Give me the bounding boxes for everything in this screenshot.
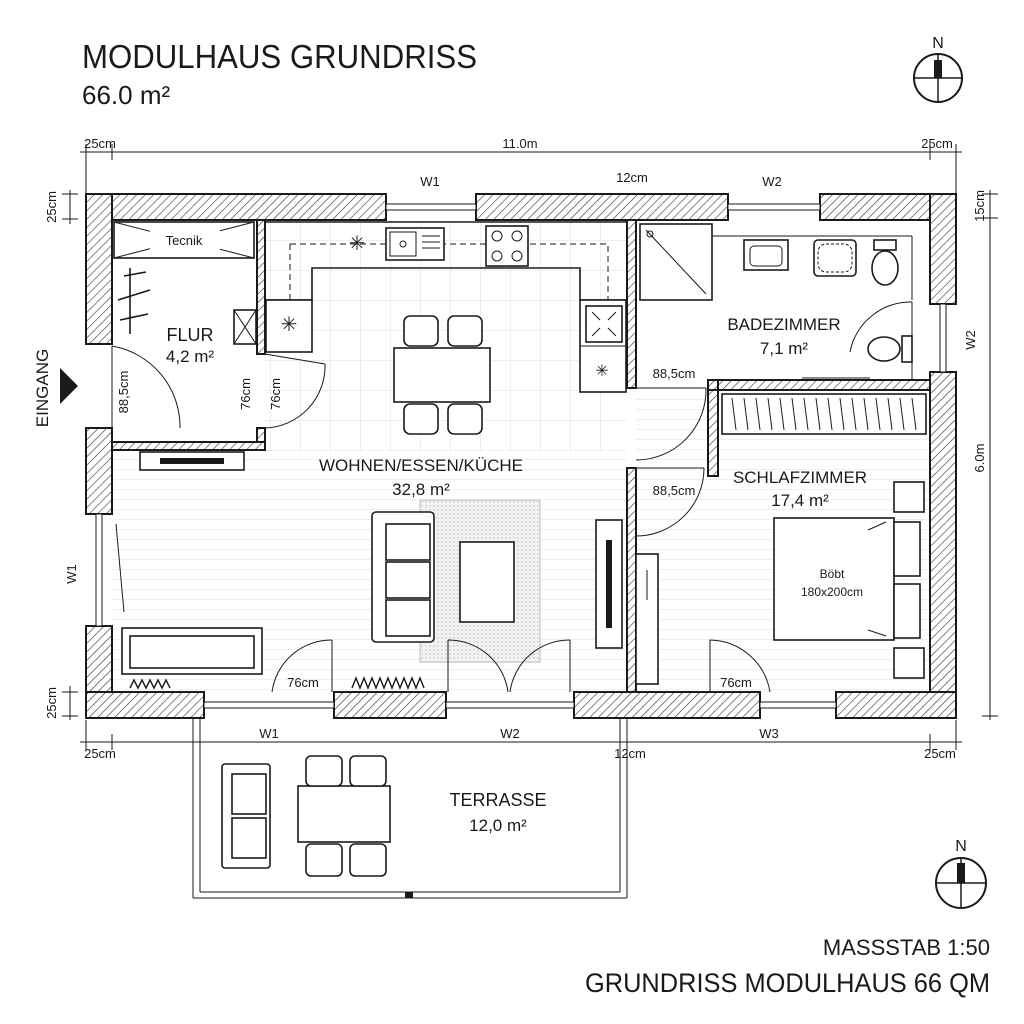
north-label: N xyxy=(932,35,944,52)
dim-left-bottom: 25cm xyxy=(44,687,59,719)
window-bottom-w3: W3 xyxy=(759,726,779,741)
coffee-table xyxy=(459,541,515,623)
shower-tray xyxy=(639,223,713,301)
washbasin-icon xyxy=(743,239,789,271)
room-schlaf-area: 17,4 m² xyxy=(771,491,829,510)
dim-bottom-mid: 12cm xyxy=(614,746,646,761)
dim-right-top: 15cm xyxy=(972,190,987,222)
plan-title: MODULHAUS GRUNDRISS xyxy=(82,38,477,75)
sink-icon xyxy=(385,227,445,261)
stove-icon xyxy=(485,225,529,267)
dim-top-mid: 12cm xyxy=(616,170,648,185)
double-bed xyxy=(773,481,925,679)
room-terrasse-name: TERRASSE xyxy=(449,790,546,810)
room-bad-name: BADEZIMMER xyxy=(727,315,840,334)
dim-door-schlaf-bottom: 76cm xyxy=(720,675,752,690)
room-technik-label: Tecnik xyxy=(166,233,203,248)
dim-door-bad: 88,5cm xyxy=(653,366,696,381)
bathroom-wall-line xyxy=(712,235,913,300)
dim-bottom-left: 25cm xyxy=(84,746,116,761)
radiator-icon xyxy=(129,676,425,690)
bedroom-door-cabinet xyxy=(635,553,659,685)
window-bottom-w1: W1 xyxy=(259,726,279,741)
wardrobe xyxy=(721,393,927,435)
plan-subtitle: GRUNDRISS MODULHAUS 66 QM xyxy=(585,968,990,998)
room-schlaf-name: SCHLAFZIMMER xyxy=(733,468,867,487)
room-bad-area: 7,1 m² xyxy=(760,339,809,358)
dim-door-flur-inner-1: 76cm xyxy=(238,378,253,410)
windows xyxy=(95,203,947,709)
north-label: N xyxy=(955,838,967,855)
svg-text:✳: ✳ xyxy=(281,314,298,336)
toilet-icon xyxy=(871,239,899,286)
entrance-label: EINGANG xyxy=(33,349,52,427)
dim-door-flur: 88,5cm xyxy=(116,371,131,414)
dim-top-right: 25cm xyxy=(921,136,953,151)
terrace xyxy=(192,718,628,899)
dim-bottom-right: 25cm xyxy=(924,746,956,761)
bed-name: Böbt xyxy=(820,567,845,581)
daybed xyxy=(121,627,263,675)
toilet-icon xyxy=(867,335,913,363)
window-top-w2: W2 xyxy=(762,174,782,189)
plan-total-area: 66.0 m² xyxy=(82,80,170,110)
dim-left-top: 25cm xyxy=(44,191,59,223)
svg-text:✳: ✳ xyxy=(595,363,608,380)
terrace-dining-table xyxy=(297,755,391,877)
technik-cabinet xyxy=(113,221,255,259)
sofa xyxy=(371,511,435,643)
interior-walls xyxy=(111,219,931,693)
room-wohnen-area: 32,8 m² xyxy=(392,480,450,499)
window-right-w2: W2 xyxy=(963,330,978,350)
dim-top-left: 25cm xyxy=(84,136,116,151)
dimension-lines xyxy=(62,144,998,750)
scale-label: MASSSTAB 1:50 xyxy=(823,935,990,960)
room-terrasse-area: 12,0 m² xyxy=(469,816,527,835)
svg-text:✳: ✳ xyxy=(349,233,366,255)
room-flur-area: 4,2 m² xyxy=(166,347,215,366)
bathtub-icon xyxy=(813,239,857,277)
north-arrow-icon: N xyxy=(935,838,987,909)
coat-rack-icon xyxy=(117,268,151,334)
room-wohnen-name: WOHNEN/ESSEN/KÜCHE xyxy=(319,456,523,475)
dining-table xyxy=(393,315,491,435)
dim-door-schlaf: 88,5cm xyxy=(653,483,696,498)
dim-right-height: 6.0m xyxy=(972,444,987,473)
fridge-icon xyxy=(585,305,623,343)
sideboard xyxy=(595,519,623,649)
dim-door-flur-inner-2: 76cm xyxy=(268,378,283,410)
dim-top-total: 11.0m xyxy=(502,136,537,151)
north-arrow-icon: N xyxy=(913,35,963,103)
dim-door-terrasse: 76cm xyxy=(287,675,319,690)
window-left-w1: W1 xyxy=(64,564,79,584)
terrace-sofa xyxy=(221,763,271,869)
entrance-arrow-icon xyxy=(60,368,78,404)
window-top-w1: W1 xyxy=(420,174,440,189)
cabinet-icon xyxy=(233,309,257,345)
room-flur-name: FLUR xyxy=(166,325,213,345)
tv-board xyxy=(139,451,245,471)
bed-size: 180x200cm xyxy=(801,585,863,599)
window-bottom-w2: W2 xyxy=(500,726,520,741)
